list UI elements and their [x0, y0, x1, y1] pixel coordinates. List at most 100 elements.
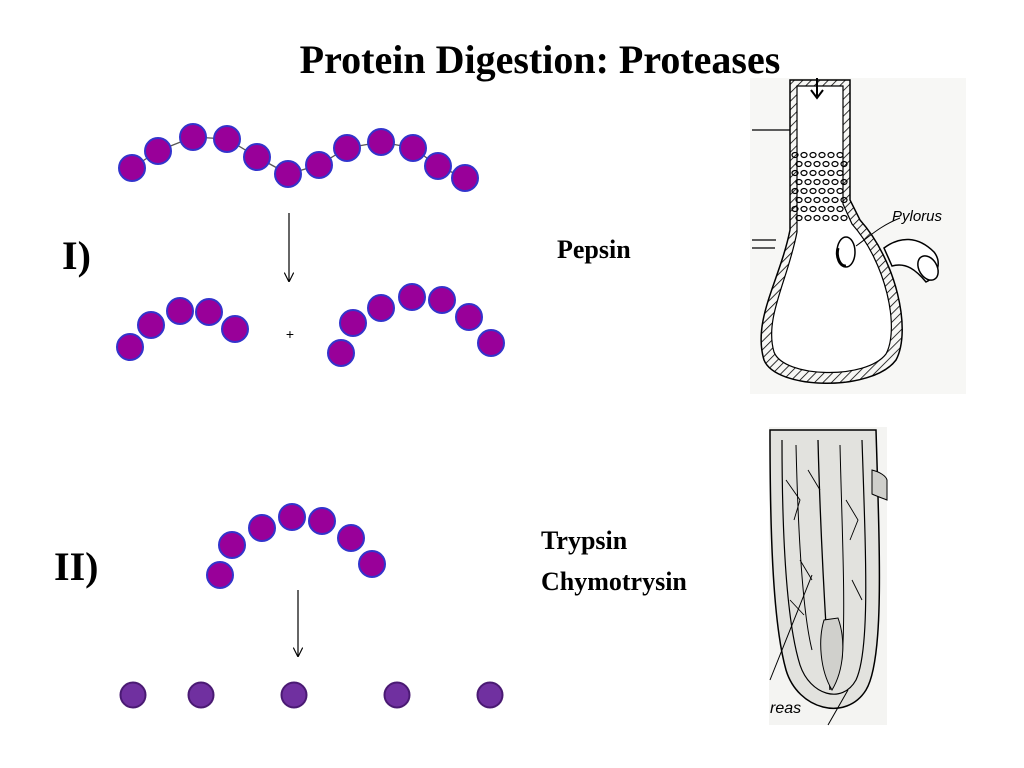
- fragment-right-amino-acid: [428, 286, 456, 314]
- stomach-illustration: Pylorus: [750, 78, 966, 394]
- slide-title: Protein Digestion: Proteases: [299, 37, 781, 82]
- gastric-pit: [813, 196, 821, 204]
- pylorus-label: Pylorus: [892, 208, 943, 225]
- free-amino-acid: [280, 681, 308, 709]
- gastric-pit: [795, 196, 803, 204]
- gastric-pit: [809, 169, 817, 177]
- gastric-pit: [836, 151, 844, 159]
- peptide-amino-acid: [248, 514, 276, 542]
- gastric-pit: [831, 214, 839, 222]
- enzyme-trypsin: Trypsin: [541, 526, 628, 555]
- peptide-amino-acid: [337, 524, 365, 552]
- long-chain-amino-acid: [305, 151, 333, 179]
- gastric-pit: [800, 205, 808, 213]
- stage-label-2: II): [54, 544, 99, 589]
- free-amino-acids: [119, 681, 504, 709]
- fragment-right-amino-acid: [327, 339, 355, 367]
- long-chain-amino-acid: [367, 128, 395, 156]
- gastric-pit: [831, 196, 839, 204]
- fragment-left-amino-acid: [137, 311, 165, 339]
- gastric-pit: [836, 187, 844, 195]
- gastric-pit: [822, 160, 830, 168]
- gastric-pit: [840, 178, 848, 186]
- gastric-pit: [804, 178, 812, 186]
- gastric-pit: [840, 196, 848, 204]
- gastric-pit: [827, 151, 835, 159]
- peptide-amino-acid: [308, 507, 336, 535]
- fragment-left-amino-acid: [116, 333, 144, 361]
- gastric-pit: [818, 205, 826, 213]
- long-chain-amino-acid: [399, 134, 427, 162]
- long-chain-amino-acid: [451, 164, 479, 192]
- fragment-left-amino-acid: [195, 298, 223, 326]
- gastric-pit: [809, 151, 817, 159]
- gastric-pit: [791, 151, 799, 159]
- pancreas-illustration: reas: [769, 427, 888, 726]
- peptide-amino-acid: [218, 531, 246, 559]
- fragment-left-amino-acid: [221, 315, 249, 343]
- peptide-amino-acid: [358, 550, 386, 578]
- pancreas-label: reas: [770, 700, 801, 717]
- gastric-pit: [800, 187, 808, 195]
- free-amino-acid: [187, 681, 215, 709]
- gastric-pit: [804, 160, 812, 168]
- peptide-chain: [206, 503, 386, 589]
- gastric-pit: [795, 160, 803, 168]
- fragment-right-amino-acid: [455, 303, 483, 331]
- gastric-pit: [827, 169, 835, 177]
- gastric-pit: [831, 160, 839, 168]
- peptide-amino-acid: [278, 503, 306, 531]
- protein-chain-full: [118, 123, 479, 192]
- gastric-pit: [827, 205, 835, 213]
- gastric-pit: [840, 160, 848, 168]
- gastric-pit: [791, 205, 799, 213]
- free-amino-acid: [119, 681, 147, 709]
- long-chain-amino-acid: [144, 137, 172, 165]
- long-chain-amino-acid: [424, 152, 452, 180]
- gastric-pit: [822, 178, 830, 186]
- long-chain-amino-acid: [243, 143, 271, 171]
- gastric-pit: [840, 214, 848, 222]
- fragment-right-amino-acid: [477, 329, 505, 357]
- gastric-pit: [809, 187, 817, 195]
- peptide-amino-acid: [206, 561, 234, 589]
- gastric-pit: [791, 169, 799, 177]
- gastric-pit: [813, 214, 821, 222]
- gastric-pit: [791, 187, 799, 195]
- fragment-right-amino-acid: [367, 294, 395, 322]
- stage-label-1: I): [62, 233, 91, 278]
- gastric-pit: [813, 178, 821, 186]
- gastric-pit: [804, 196, 812, 204]
- free-amino-acid: [476, 681, 504, 709]
- gastric-pit: [795, 178, 803, 186]
- long-chain-amino-acid: [213, 125, 241, 153]
- gastric-pit: [827, 187, 835, 195]
- fragment-right-amino-acid: [339, 309, 367, 337]
- gastric-pit: [836, 205, 844, 213]
- gastric-pit: [822, 196, 830, 204]
- gastric-pit: [809, 205, 817, 213]
- enzyme-pepsin: Pepsin: [557, 235, 631, 264]
- fragment-right-amino-acid: [398, 283, 426, 311]
- gastric-pit: [836, 169, 844, 177]
- gastric-pit: [818, 151, 826, 159]
- gastric-pit: [818, 187, 826, 195]
- long-chain-amino-acid: [333, 134, 361, 162]
- peptide-fragment-left: [116, 297, 249, 361]
- long-chain-amino-acid: [274, 160, 302, 188]
- long-chain-amino-acid: [118, 154, 146, 182]
- gastric-pit: [800, 169, 808, 177]
- gastric-pit: [831, 178, 839, 186]
- gastric-pit: [795, 214, 803, 222]
- free-amino-acid: [383, 681, 411, 709]
- peptide-fragment-right: [327, 283, 505, 367]
- gastric-pit: [813, 160, 821, 168]
- long-chain-amino-acid: [179, 123, 207, 151]
- plus-sign: +: [286, 326, 294, 342]
- gastric-pit: [804, 214, 812, 222]
- gastric-pit: [822, 214, 830, 222]
- gastric-pit: [800, 151, 808, 159]
- gastric-pit: [818, 169, 826, 177]
